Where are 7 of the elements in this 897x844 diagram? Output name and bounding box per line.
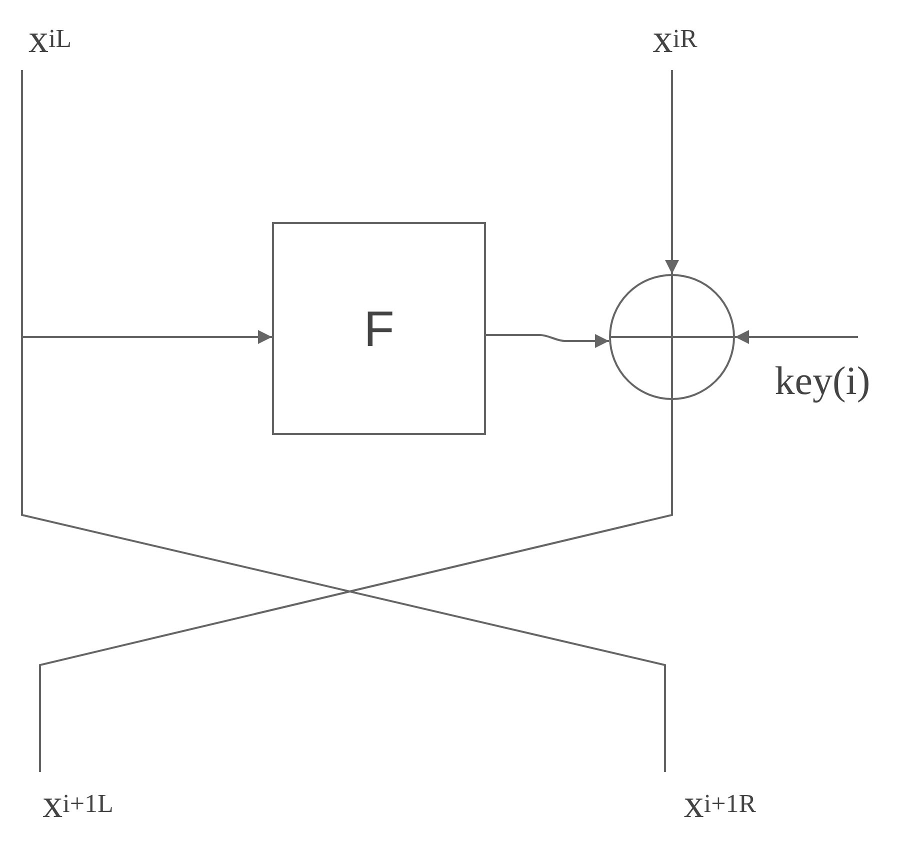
key-label: key(i) <box>750 337 895 405</box>
arrow <box>735 330 858 344</box>
connector-line <box>39 400 673 772</box>
connector-line <box>21 70 666 772</box>
arrow <box>486 334 609 348</box>
arrow <box>665 70 679 274</box>
function-box: F <box>272 222 486 435</box>
